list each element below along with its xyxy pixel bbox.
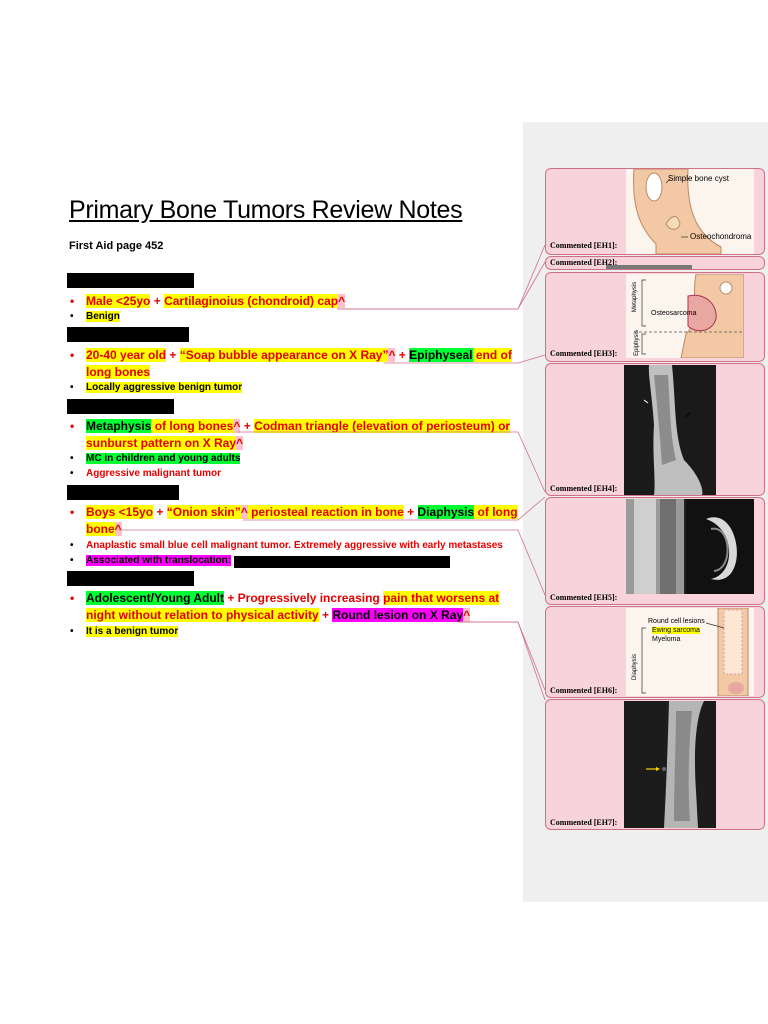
xray-onion-skin-image bbox=[626, 499, 754, 594]
comment-eh1[interactable]: Simple bone cyst Osteochondroma Commente… bbox=[545, 168, 765, 255]
image-label: Diaphysis bbox=[632, 653, 639, 681]
comment-label: Commented [EH2]: bbox=[550, 258, 618, 267]
osteosarcoma-illustration: Osteosarcoma Metaphysis Epiphysis bbox=[626, 274, 744, 358]
collapsed-image bbox=[606, 265, 692, 269]
comment-label: Commented [EH7]: bbox=[550, 818, 618, 827]
xray-image bbox=[624, 365, 716, 495]
image-label: Osteochondroma bbox=[690, 232, 752, 241]
comment-label: Commented [EH6]: bbox=[550, 686, 618, 695]
comment-label: Commented [EH1]: bbox=[550, 241, 618, 250]
bullet-icon: • bbox=[70, 382, 74, 393]
diaphysis-illustration: Round cell lesions Ewing sarcoma Myeloma… bbox=[626, 608, 754, 696]
bullet-icon: • bbox=[70, 555, 74, 566]
image-label: Simple bone cyst bbox=[668, 174, 729, 183]
comment-label: Commented [EH5]: bbox=[550, 593, 618, 602]
redacted-heading-1 bbox=[67, 273, 194, 288]
comment-eh3[interactable]: Osteosarcoma Metaphysis Epiphysis Commen… bbox=[545, 272, 765, 362]
comment-eh2[interactable]: Commented [EH2]: bbox=[545, 256, 765, 270]
page-subtitle: First Aid page 452 bbox=[69, 240, 164, 252]
image-label: Epiphysis bbox=[633, 330, 640, 356]
image-label: Osteosarcoma bbox=[651, 310, 697, 317]
xray-round-lesion-image bbox=[624, 701, 716, 828]
comment-eh7[interactable]: Commented [EH7]: bbox=[545, 699, 765, 830]
redacted-heading-4 bbox=[67, 485, 179, 500]
bullet-icon: • bbox=[70, 626, 74, 637]
redacted-heading-2 bbox=[67, 327, 189, 342]
redacted-translocation bbox=[234, 556, 450, 568]
comment-eh6[interactable]: Round cell lesions Ewing sarcoma Myeloma… bbox=[545, 606, 765, 698]
comment-label: Commented [EH4]: bbox=[550, 484, 618, 493]
bullet-icon: • bbox=[70, 419, 75, 433]
comment-label: Commented [EH3]: bbox=[550, 349, 618, 358]
image-label: Myeloma bbox=[652, 636, 681, 643]
redacted-heading-5 bbox=[67, 571, 194, 586]
bullet-icon: • bbox=[70, 468, 74, 479]
page-title: Primary Bone Tumors Review Notes bbox=[69, 196, 463, 224]
comment-eh4[interactable]: Commented [EH4]: bbox=[545, 363, 765, 496]
bullet-icon: • bbox=[70, 294, 75, 308]
image-label: Round cell lesions bbox=[648, 618, 705, 625]
bullet-icon: • bbox=[70, 540, 74, 551]
bullet-icon: • bbox=[70, 591, 75, 605]
image-label: Metaphysis bbox=[632, 281, 639, 313]
bullet-icon: • bbox=[70, 453, 74, 464]
redacted-heading-3 bbox=[67, 399, 174, 414]
bullet-icon: • bbox=[70, 348, 75, 362]
bone-cyst-illustration: Simple bone cyst Osteochondroma bbox=[626, 169, 754, 254]
bullet-icon: • bbox=[70, 505, 75, 519]
bullet-icon: • bbox=[70, 311, 74, 322]
image-label: Ewing sarcoma bbox=[652, 627, 700, 634]
comment-eh5[interactable]: Commented [EH5]: bbox=[545, 497, 765, 605]
